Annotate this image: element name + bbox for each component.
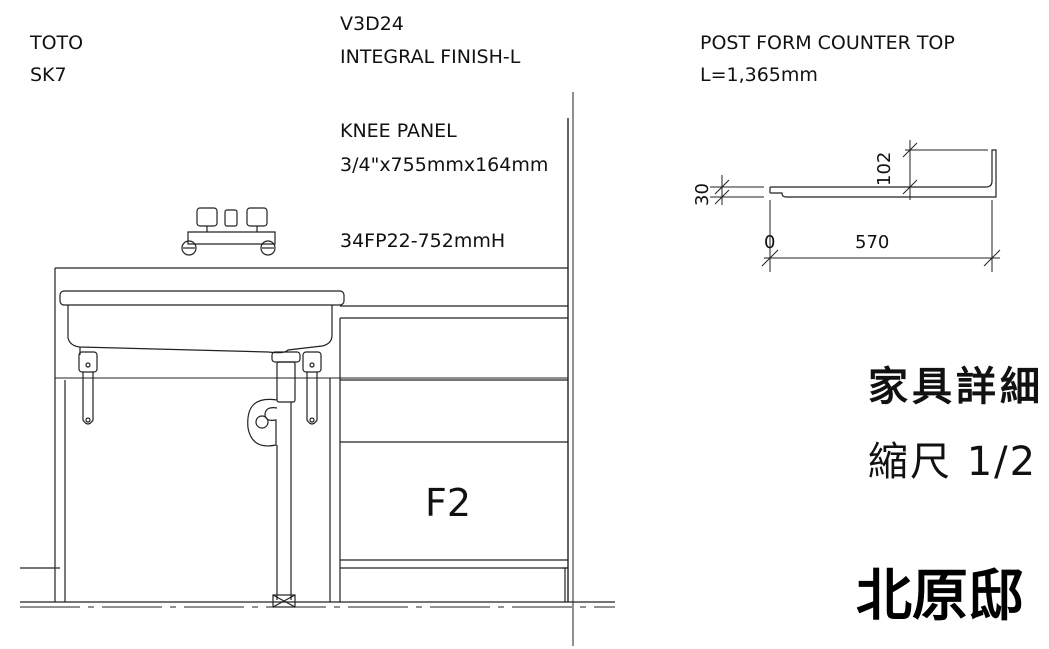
knee-panel-size-label: 3/4"x755mmx164mm (340, 154, 549, 176)
maker-label: TOTO (30, 32, 84, 54)
zero-dimension: 0 (764, 232, 776, 253)
faucet (181, 207, 276, 256)
counter-profile (769, 149, 997, 198)
knee-panel-label: KNEE PANEL (340, 120, 457, 142)
counter-top-label: POST FORM COUNTER TOP (700, 32, 955, 54)
finish-label: INTEGRAL FINISH-L (340, 46, 521, 68)
counter-cabinet (54, 267, 568, 602)
sink-bracket-right (302, 351, 322, 425)
depth-dimension: 570 (855, 232, 890, 253)
color-code-label: V3D24 (340, 13, 404, 35)
drain-trap (247, 351, 301, 608)
sink-basin (59, 290, 345, 355)
dimension-lines (710, 140, 1001, 272)
backsplash-height-dimension: 102 (874, 151, 895, 186)
project-name: 北原邸 (856, 563, 1024, 629)
drawing-scale: 縮尺 1/2 (868, 439, 1038, 485)
sink-bracket-left (78, 351, 98, 425)
wall-line (562, 92, 574, 646)
model-label: SK7 (30, 64, 67, 86)
drawing-name: 家具詳細 (868, 364, 1044, 410)
drawer-tag: F2 (425, 481, 472, 525)
top-thickness-dimension: 30 (692, 183, 713, 206)
panel-code-label: 34FP22-752mmH (340, 230, 506, 252)
counter-length-label: L=1,365mm (700, 64, 818, 86)
floor-lines (20, 567, 615, 608)
